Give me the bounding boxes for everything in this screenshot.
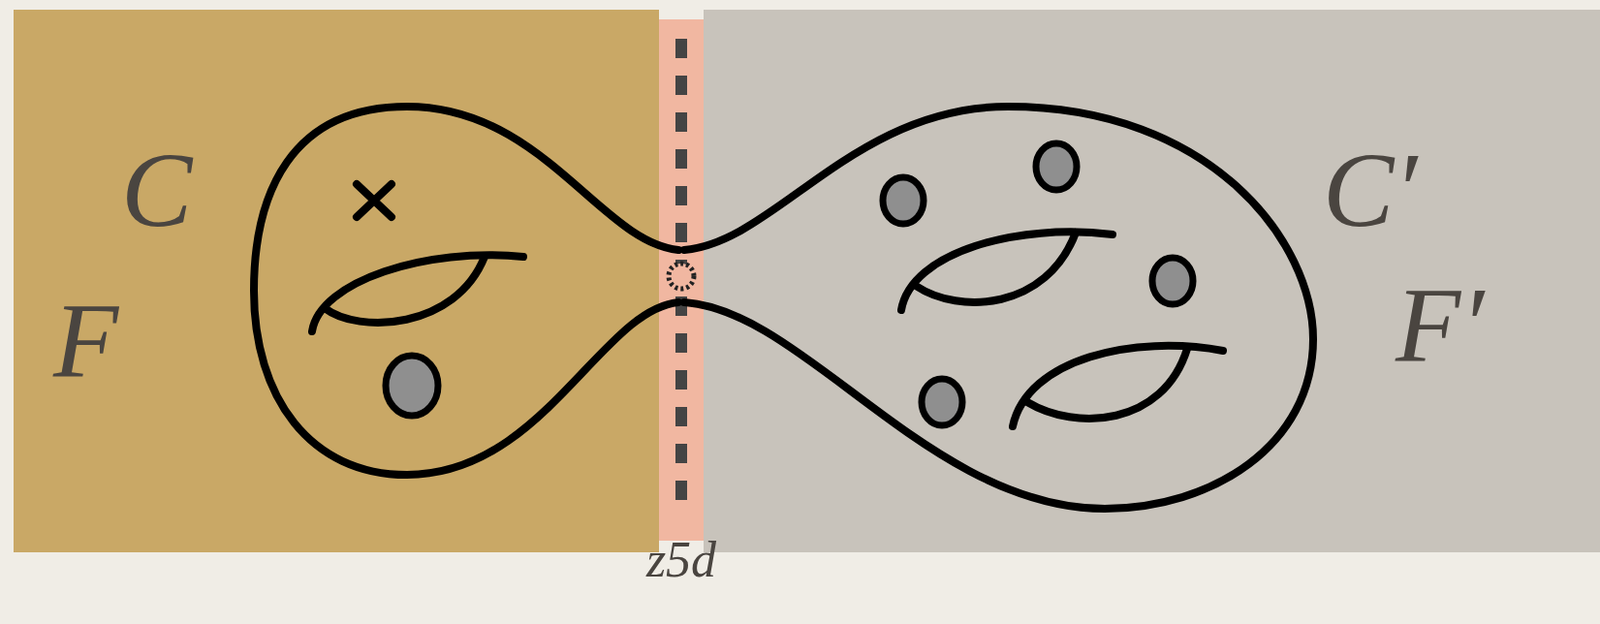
puncture [1152,257,1193,305]
pinch-circle [668,263,694,289]
region-label: z5d [646,534,717,586]
region-label: F′ [1395,271,1484,378]
handle [1027,348,1188,419]
puncture [921,378,963,426]
handle [324,256,485,323]
region-label: F [53,286,119,394]
region-label: C′ [1322,136,1417,244]
right-surface [684,106,1314,509]
left-surface [253,106,679,475]
handle [312,254,524,332]
handle [1012,345,1224,427]
handle [901,231,1113,311]
region-label: C [121,136,192,244]
puncture [1035,143,1077,190]
tan-region: CF [13,9,659,553]
handle [915,232,1076,303]
marked-point [356,184,392,218]
puncture [882,177,924,224]
puncture [385,355,439,416]
